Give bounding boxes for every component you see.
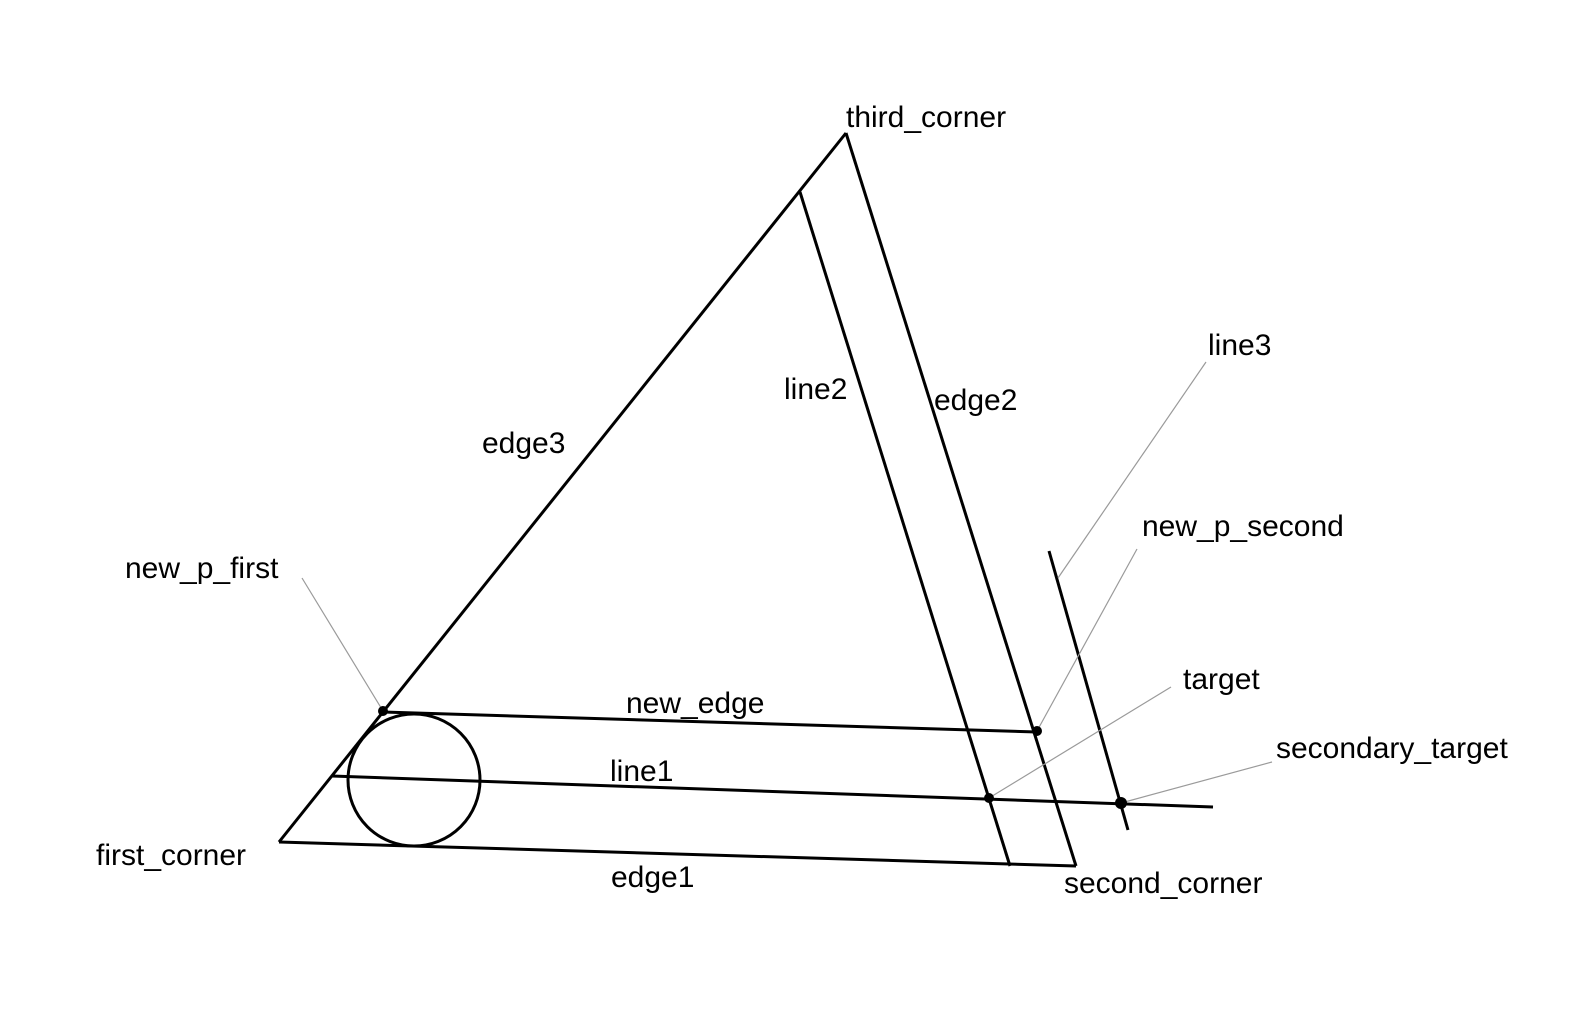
line3-label: line3	[1208, 329, 1271, 362]
incircle	[346, 712, 482, 848]
edge3-label: edge3	[482, 427, 565, 460]
new-edge-line	[382, 710, 1038, 734]
target-leader	[988, 686, 1172, 799]
line2-line	[798, 191, 1012, 867]
secondary-target-label: secondary_target	[1276, 732, 1508, 765]
edge2-label: edge2	[934, 384, 1017, 417]
new-p-second-label: new_p_second	[1142, 510, 1344, 543]
edge3-line	[277, 132, 848, 843]
secondary-target-point	[1115, 797, 1127, 809]
new-p-first-leader	[301, 577, 384, 712]
first-corner-label: first_corner	[96, 839, 246, 872]
line3-line	[1047, 550, 1130, 831]
new-p-first-label: new_p_first	[125, 552, 279, 585]
new-p-second-point	[1032, 726, 1042, 736]
new-p-first-point	[378, 706, 388, 716]
edge2-line	[844, 132, 1078, 867]
target-label: target	[1183, 663, 1260, 696]
new-edge-label: new_edge	[626, 687, 764, 720]
target-point	[984, 793, 994, 803]
edge1-label: edge1	[611, 861, 694, 894]
line2-label: line2	[784, 373, 847, 406]
second-corner-label: second_corner	[1064, 867, 1262, 900]
third-corner-label: third_corner	[846, 101, 1006, 134]
new-p-second-leader	[1036, 548, 1138, 732]
line3-leader	[1057, 361, 1207, 579]
secondary-target-leader	[1120, 761, 1273, 804]
line1-label: line1	[610, 755, 673, 788]
line1-line	[331, 774, 1214, 809]
